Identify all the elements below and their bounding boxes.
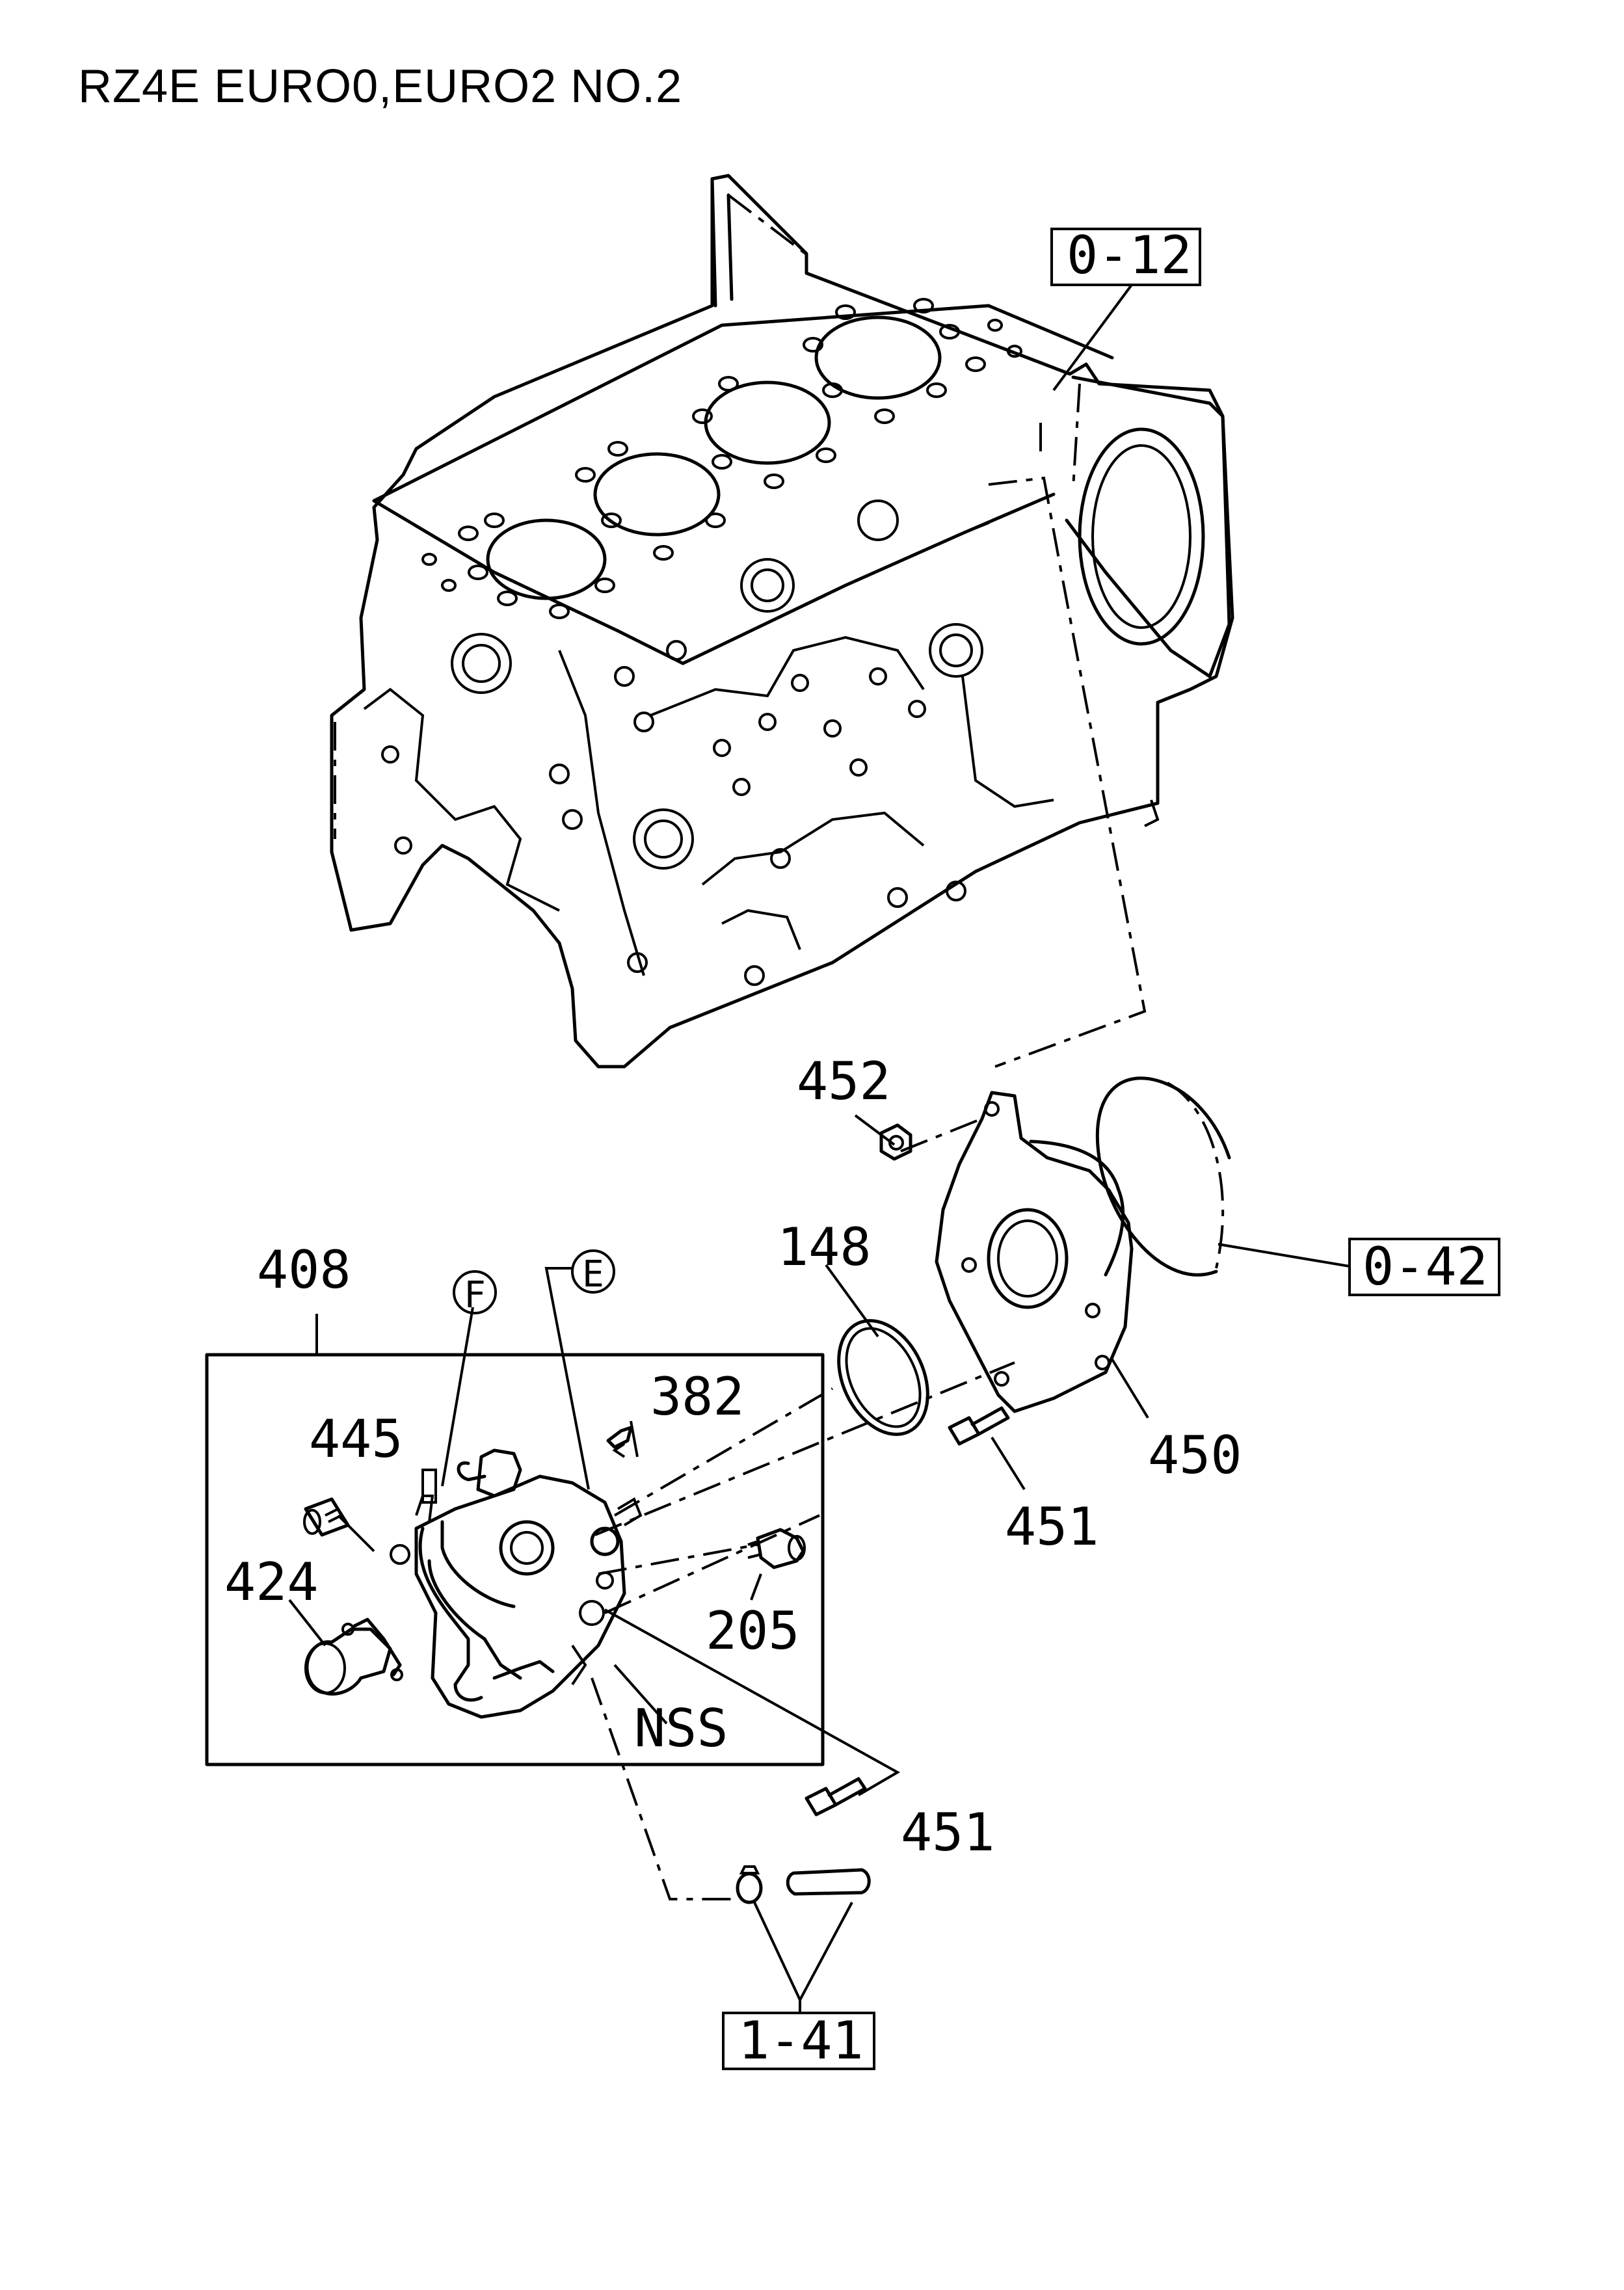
label-408: 408 <box>257 1240 351 1300</box>
o-ring-small <box>837 1319 929 1436</box>
nut-452 <box>879 1123 912 1161</box>
label-452: 452 <box>797 1051 891 1112</box>
supply-pump <box>390 1443 643 1719</box>
labels: 0-12 0-42 1-41 452 148 408 382 445 424 2… <box>224 225 1500 2071</box>
ref-box-1-41 <box>722 2012 875 2070</box>
ref-box-0-12 <box>1050 228 1201 286</box>
label-1-41: 1-41 <box>738 2010 864 2071</box>
engine-block <box>330 174 1234 1069</box>
label-450: 450 <box>1148 1425 1242 1485</box>
part-424 <box>304 1618 403 1696</box>
part-205 <box>747 1528 806 1569</box>
label-0-42: 0-42 <box>1363 1236 1488 1297</box>
part-445 <box>303 1497 350 1537</box>
label-424: 424 <box>224 1552 319 1612</box>
circle-e <box>571 1249 615 1294</box>
label-circle-f: F <box>464 1274 486 1316</box>
bolt-451-lower <box>805 1777 867 1817</box>
label-0-12: 0-12 <box>1067 225 1192 286</box>
label-451-upper: 451 <box>1005 1497 1099 1557</box>
gasket-plate <box>935 1091 1134 1413</box>
o-ring-large <box>1095 1076 1231 1277</box>
label-148: 148 <box>777 1217 872 1277</box>
label-205: 205 <box>706 1601 800 1661</box>
leader-lines <box>288 284 1350 2013</box>
circle-f <box>453 1270 497 1314</box>
ref-box-0-42 <box>1348 1238 1500 1296</box>
pump-assembly-box <box>205 1314 825 1766</box>
label-445: 445 <box>309 1409 403 1469</box>
page-title: RZ4E EURO0,EURO2 NO.2 <box>78 60 683 113</box>
bolt-451-upper <box>948 1406 1010 1446</box>
label-circle-e: E <box>582 1253 604 1296</box>
label-382: 382 <box>650 1366 745 1427</box>
part-382 <box>606 1426 633 1449</box>
label-nss: NSS <box>634 1698 728 1759</box>
hose-and-clamp <box>736 1865 871 1904</box>
label-451-lower: 451 <box>901 1802 995 1863</box>
